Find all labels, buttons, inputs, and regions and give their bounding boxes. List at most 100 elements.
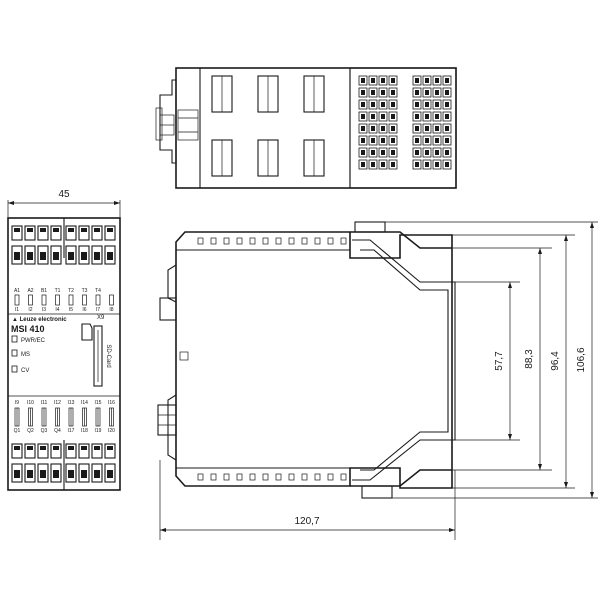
model-label: MSI 410 bbox=[11, 324, 45, 334]
connector-wire-entry bbox=[65, 463, 77, 483]
connector-wire-hole bbox=[107, 470, 113, 478]
terminal-hole bbox=[415, 90, 419, 95]
terminal-hole bbox=[415, 162, 419, 167]
connector-wire-entry bbox=[50, 463, 62, 483]
terminal-hole bbox=[391, 114, 395, 119]
terminal-label-i4: I4 bbox=[55, 307, 59, 313]
terminal-hole bbox=[371, 102, 375, 107]
connector-screw bbox=[53, 446, 59, 450]
connector-wire-hole bbox=[81, 252, 87, 260]
dim-side-depth: 120,7 bbox=[294, 516, 319, 527]
connector-wire-hole bbox=[53, 252, 59, 260]
terminal-hole bbox=[361, 78, 365, 83]
connector-screw-slot bbox=[78, 225, 90, 241]
terminal-label-i1: I1 bbox=[15, 307, 19, 313]
terminal-label-i2: I2 bbox=[28, 307, 32, 313]
terminal-label-t3: T3 bbox=[82, 288, 88, 294]
terminal-hole bbox=[381, 78, 385, 83]
connector-screw bbox=[68, 446, 74, 450]
dim-height-88-3: 88,3 bbox=[524, 349, 535, 369]
connector-screw-slot bbox=[37, 225, 49, 241]
terminal-hole bbox=[391, 162, 395, 167]
top-rib bbox=[197, 237, 204, 245]
terminal-hole bbox=[361, 114, 365, 119]
led-pwr-ec bbox=[11, 335, 18, 343]
connector-wire-hole bbox=[107, 252, 113, 260]
terminal-hole bbox=[435, 78, 439, 83]
bottom-rib bbox=[275, 473, 282, 481]
terminal-hole bbox=[435, 90, 439, 95]
terminal-label-i20: I20 bbox=[108, 428, 115, 434]
terminal-label-i10: I10 bbox=[27, 400, 34, 406]
terminal-pin bbox=[68, 294, 74, 306]
bottom-rib bbox=[236, 473, 243, 481]
terminal-hole bbox=[381, 150, 385, 155]
connector-screw bbox=[14, 446, 20, 450]
terminal-hole bbox=[371, 138, 375, 143]
connector-screw bbox=[68, 228, 74, 232]
bottom-rib bbox=[210, 473, 217, 481]
terminal-hole bbox=[361, 162, 365, 167]
terminal-label-i6: I6 bbox=[82, 307, 86, 313]
terminal-hole bbox=[445, 114, 449, 119]
connector-wire-entry bbox=[78, 463, 90, 483]
top-rib bbox=[236, 237, 243, 245]
connector-wire-hole bbox=[94, 470, 100, 478]
terminal-label-i15: I15 bbox=[95, 400, 102, 406]
connector-screw-slot bbox=[50, 225, 62, 241]
terminal-pin bbox=[109, 294, 114, 306]
terminal-hole bbox=[371, 162, 375, 167]
terminal-hole bbox=[371, 126, 375, 131]
terminal-hole bbox=[445, 102, 449, 107]
top-rib bbox=[223, 237, 230, 245]
connector-wire-hole bbox=[27, 252, 33, 260]
connector-wire-entry bbox=[24, 463, 36, 483]
terminal-hole bbox=[425, 78, 429, 83]
connector-screw bbox=[107, 446, 113, 450]
connector-screw-slot bbox=[11, 443, 23, 459]
terminal-hole bbox=[435, 162, 439, 167]
connector-screw-slot bbox=[24, 225, 36, 241]
connector-screw bbox=[40, 228, 46, 232]
connector-screw-slot bbox=[65, 225, 77, 241]
terminal-pin bbox=[41, 294, 47, 306]
connector-wire-hole bbox=[53, 470, 59, 478]
terminal-hole bbox=[435, 114, 439, 119]
connector-wire-hole bbox=[14, 470, 20, 478]
connector-screw-slot bbox=[104, 443, 116, 459]
connector-wire-entry bbox=[104, 245, 116, 265]
top-terminal-block bbox=[358, 75, 452, 170]
terminal-hole bbox=[391, 126, 395, 131]
connector-screw-slot bbox=[104, 225, 116, 241]
top-view bbox=[155, 67, 457, 189]
terminal-label-i18: I18 bbox=[81, 428, 88, 434]
connector-screw bbox=[53, 228, 59, 232]
led-label-ms: MS bbox=[21, 352, 30, 358]
connector-wire-entry bbox=[91, 463, 103, 483]
terminal-hole bbox=[425, 102, 429, 107]
terminal-hole bbox=[445, 78, 449, 83]
terminal-hole bbox=[435, 138, 439, 143]
led-label-pwr-ec: PWR/EC bbox=[21, 338, 46, 344]
top-rib bbox=[327, 237, 334, 245]
terminal-label-i3: I3 bbox=[42, 307, 46, 313]
dim-height-96-4: 96,4 bbox=[550, 351, 561, 371]
terminal-label-i16: I16 bbox=[108, 400, 115, 406]
top-rib bbox=[249, 237, 256, 245]
connector-wire-hole bbox=[40, 252, 46, 260]
terminal-label-q4: Q4 bbox=[54, 428, 61, 434]
top-rib bbox=[340, 237, 347, 245]
usb-port bbox=[81, 323, 93, 341]
terminal-hole bbox=[425, 138, 429, 143]
terminal-pin bbox=[82, 294, 87, 306]
terminal-hole bbox=[391, 90, 395, 95]
terminal-hole bbox=[445, 150, 449, 155]
terminal-hole bbox=[435, 150, 439, 155]
terminal-hole bbox=[445, 126, 449, 131]
terminal-hole bbox=[415, 102, 419, 107]
terminal-label-a1: A1 bbox=[14, 288, 20, 294]
brand-label: ▲ Leuze electronic bbox=[12, 317, 67, 323]
